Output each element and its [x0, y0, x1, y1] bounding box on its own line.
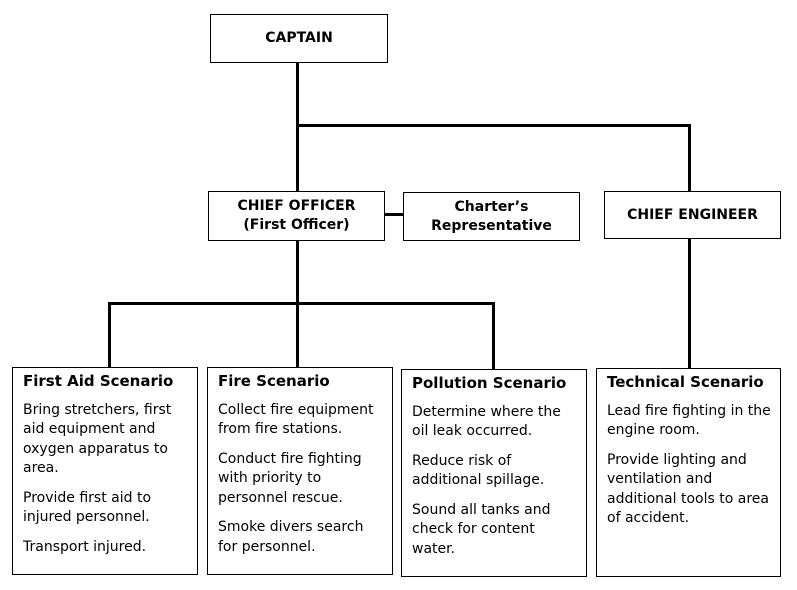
- connector-pollution: [492, 302, 495, 370]
- scenario-item: Determine where the oil leak occurred.: [412, 403, 561, 440]
- technical-scenario-box: Technical Scenario Lead fire fighting in…: [596, 368, 781, 577]
- connector-technical: [688, 239, 691, 369]
- scenario-item: Conduct fire fighting with priority to p…: [218, 450, 362, 506]
- scenario-title: Technical Scenario: [607, 373, 764, 391]
- connector-captain-down: [296, 62, 299, 192]
- charters-representative-box: Charter’s Representative: [403, 192, 580, 241]
- scenario-item: Lead fire fighting in the engine room.: [607, 402, 771, 439]
- chief-engineer-label: CHIEF ENGINEER: [627, 206, 758, 223]
- scenario-item: Reduce risk of additional spillage.: [412, 452, 545, 489]
- scenario-item: Collect fire equipment from fire station…: [218, 401, 374, 438]
- connector-top-horizontal: [296, 124, 691, 127]
- chief-engineer-box: CHIEF ENGINEER: [604, 191, 781, 239]
- scenario-item: Bring stretchers, first aid equipment an…: [23, 401, 172, 477]
- charters-rep-line2: Representative: [431, 217, 552, 234]
- connector-chief-engineer-down: [688, 124, 691, 192]
- scenario-title: Fire Scenario: [218, 372, 330, 390]
- scenario-item: Provide lighting and ventilation and add…: [607, 451, 769, 527]
- chief-officer-box: CHIEF OFFICER (First Officer): [208, 191, 385, 241]
- scenario-item: Sound all tanks and check for content wa…: [412, 501, 551, 557]
- scenario-item: Provide first aid to injured personnel.: [23, 489, 152, 526]
- chief-officer-sublabel: (First Officer): [243, 217, 350, 233]
- connector-first-aid: [108, 302, 111, 368]
- pollution-scenario-box: Pollution Scenario Determine where the o…: [401, 369, 587, 577]
- captain-label: CAPTAIN: [265, 30, 333, 46]
- chief-officer-label: CHIEF OFFICER: [237, 198, 356, 214]
- scenario-title: Pollution Scenario: [412, 374, 567, 392]
- connector-charters-rep: [384, 213, 404, 216]
- scenario-item: Smoke divers search for personnel.: [218, 519, 364, 555]
- charters-rep-line1: Charter’s: [454, 198, 529, 215]
- connector-scenarios-horizontal: [108, 302, 495, 305]
- captain-box: CAPTAIN: [210, 14, 388, 63]
- first-aid-scenario-box: First Aid Scenario Bring stretchers, fir…: [12, 367, 198, 575]
- fire-scenario-box: Fire Scenario Collect fire equipment fro…: [207, 367, 393, 575]
- scenario-title: First Aid Scenario: [23, 372, 174, 390]
- scenario-item: Transport injured.: [23, 538, 147, 555]
